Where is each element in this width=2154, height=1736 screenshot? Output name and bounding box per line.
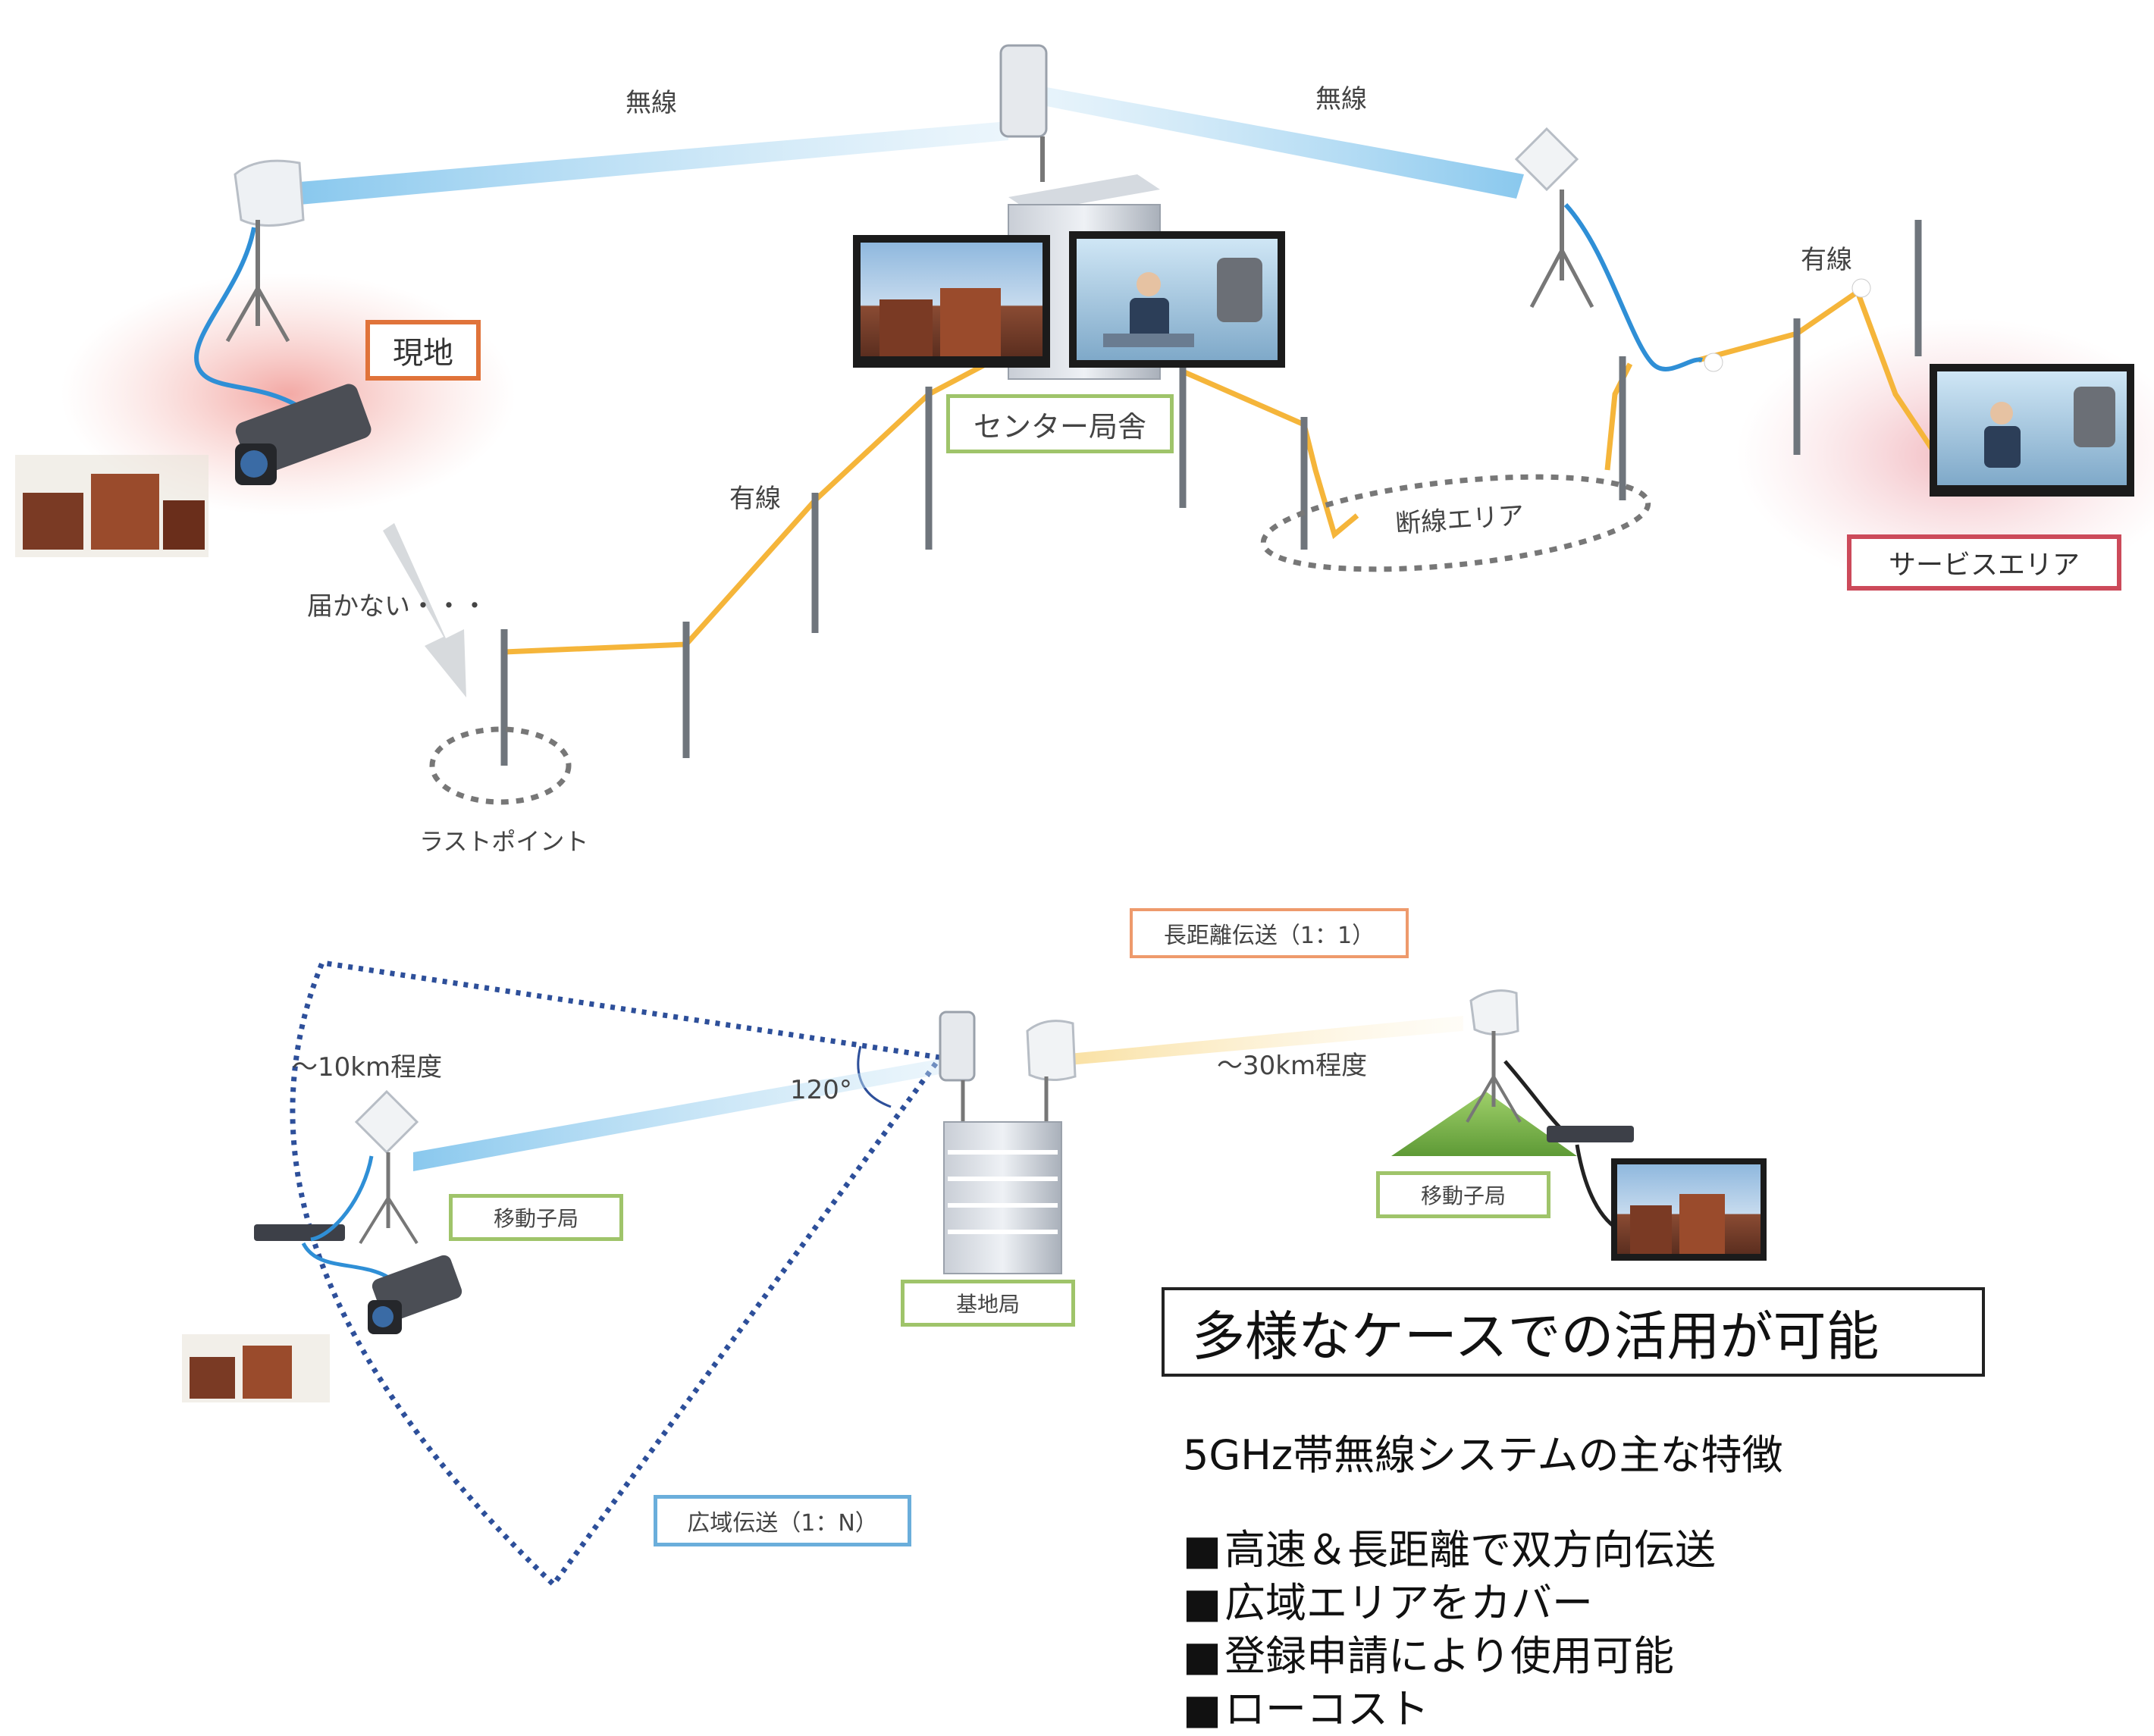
wide-area-label: 広域伝送（1：N） bbox=[654, 1495, 911, 1546]
feature-item: 登録申請により使用可能 bbox=[1183, 1630, 1716, 1683]
last-point-area bbox=[429, 726, 572, 805]
center-monitor-left bbox=[853, 235, 1050, 368]
wired-label-middle: 有線 bbox=[729, 484, 781, 514]
beam-10km bbox=[413, 1058, 948, 1171]
center-monitor-right bbox=[1069, 231, 1285, 368]
site-camera bbox=[235, 384, 372, 485]
range-30km-label: ～30km程度 bbox=[1217, 1051, 1368, 1081]
feature-list: 高速＆長距離で双方向伝送 広域エリアをカバー 登録申請により使用可能 ローコスト bbox=[1183, 1524, 1716, 1736]
base-station-label: 基地局 bbox=[901, 1280, 1075, 1327]
last-point-label: ラストポイント bbox=[419, 827, 589, 856]
site-label: 現地 bbox=[365, 320, 481, 381]
service-area-monitor bbox=[1930, 364, 2134, 497]
wire-site-blue bbox=[194, 227, 305, 412]
feature-item: 広域エリアをカバー bbox=[1183, 1577, 1716, 1630]
features-title: 5GHz帯無線システムの主な特徴 bbox=[1183, 1431, 1783, 1479]
feature-item: 高速＆長距離で双方向伝送 bbox=[1183, 1524, 1716, 1577]
site-photo bbox=[15, 455, 209, 557]
mobile-sub-left-label: 移動子局 bbox=[449, 1194, 623, 1241]
mobile-sub-left-device bbox=[182, 1089, 462, 1402]
long-distance-label: 長距離伝送（1：1） bbox=[1130, 908, 1409, 958]
wire-right-blue bbox=[1563, 202, 1703, 371]
wireless-label-left: 無線 bbox=[626, 88, 677, 118]
center-label: センター局舎 bbox=[946, 394, 1174, 453]
angle-label: 120° bbox=[790, 1075, 852, 1105]
cannot-reach-label: 届かない・・・ bbox=[307, 591, 488, 622]
beam-left bbox=[299, 121, 1008, 205]
cannot-reach-arrow bbox=[383, 523, 466, 697]
mobile-sub-right-device bbox=[1391, 989, 1767, 1261]
center-antenna bbox=[999, 44, 1048, 182]
coverage-sector bbox=[290, 960, 945, 1589]
base-station bbox=[939, 1011, 1077, 1274]
utility-poles bbox=[500, 220, 1922, 766]
beam-30km bbox=[1069, 1016, 1463, 1065]
wired-label-right: 有線 bbox=[1801, 245, 1852, 275]
site-antenna bbox=[225, 159, 305, 343]
headline: 多様なケースでの活用が可能 bbox=[1162, 1287, 1985, 1377]
wire-center-right bbox=[1181, 368, 1359, 540]
wire-broken-right bbox=[1604, 362, 1633, 471]
range-10km-label: ～10km程度 bbox=[292, 1052, 443, 1083]
mobile-sub-right-label: 移動子局 bbox=[1376, 1171, 1550, 1218]
relay-antenna bbox=[1514, 127, 1594, 309]
wireless-label-right: 無線 bbox=[1315, 84, 1367, 114]
service-area-label: サービスエリア bbox=[1847, 534, 2121, 591]
feature-item: ローコスト bbox=[1183, 1683, 1716, 1736]
beam-right bbox=[1046, 87, 1524, 199]
